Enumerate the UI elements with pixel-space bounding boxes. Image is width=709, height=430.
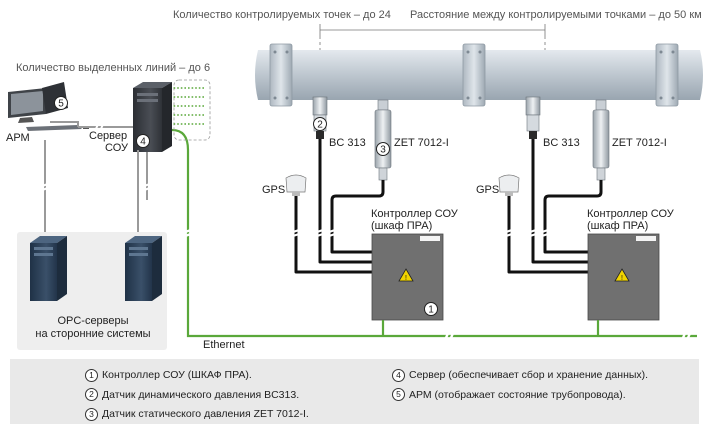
label-controller1-line2: (шкаф ПРА) [371,220,432,232]
sensor-cables-1 [294,139,385,274]
legend-item-4: 4 Сервер (обеспечивает сбор и хранение д… [392,367,709,383]
warning-icon [398,268,414,282]
label-opc-line2: на сторонние системы [35,328,150,340]
label-server-line2: СОУ [105,142,129,154]
legend-item-5: 5 АРМ (отображает состояние трубопровода… [392,387,709,403]
gps-antenna-1 [285,174,307,196]
legend-number: 2 [85,388,98,402]
arm-server-link [50,121,79,127]
legend-box: 1 Контроллер СОУ (ШКАФ ПРА). 4 Сервер (о… [10,359,699,424]
svg-text:!: ! [621,275,623,282]
svg-text:!: ! [405,275,407,282]
label-controller1-line1: Контроллер СОУ [371,208,459,220]
svg-text:2: 2 [317,120,323,131]
controller-cabinet-2: ! [587,233,660,321]
svg-text:3: 3 [380,145,386,156]
label-controller2-line1: Контроллер СОУ [587,208,675,220]
pipe-flange [462,43,486,107]
svg-text:1: 1 [428,305,434,316]
legend-number: 1 [85,368,98,382]
label-opc-line1: OPC-серверы [57,315,128,327]
opc-server-1 [30,236,67,301]
legend-text: Датчик статического давления ZET 7012-I. [102,408,309,421]
label-lines-count: Количество выделенных линий – до 6 [16,62,210,74]
server-opc-link [44,140,148,236]
gps-antenna-2 [498,174,520,196]
opc-server-2 [125,236,162,301]
label-server-line1: Сервер [89,130,127,142]
zet-sensor-2 [592,99,610,181]
legend-number: 4 [392,368,405,382]
legend-text: Датчик динамического давления BC313. [102,388,300,401]
pipe-flange [269,43,293,107]
warning-icon [614,268,630,282]
bc313-sensor-2 [525,96,541,139]
label-ethernet: Ethernet [203,339,245,351]
legend-number: 3 [85,407,98,421]
svg-text:4: 4 [140,137,146,148]
dedicated-lines [170,79,211,141]
legend-item-2: 2 Датчик динамического давления BC313. [85,387,392,403]
pipe-flange [655,43,679,107]
label-arm: АРМ [6,132,30,144]
marker-5: 5 [54,96,68,110]
ethernet-line [171,128,697,338]
label-gps-1: GPS [262,184,285,196]
legend-item-1: 1 Контроллер СОУ (ШКАФ ПРА). [85,367,392,383]
svg-text:5: 5 [58,99,64,110]
legend-number: 5 [392,388,405,402]
marker-1: 1 [424,302,438,316]
legend-text: АРМ (отображает состояние трубопровода). [409,388,626,401]
pipeline [255,43,703,107]
zet-sensor-1 [374,99,392,181]
label-distance: Расстояние между контролируемыми точками… [410,9,702,21]
label-points-count: Количество контролируемых точек – до 24 [173,9,391,21]
marker-4: 4 [136,134,150,148]
label-controller2-line2: (шкаф ПРА) [587,220,648,232]
label-bc313-1: BC 313 [329,137,366,149]
arm-workstation [8,82,89,131]
legend-text: Контроллер СОУ (ШКАФ ПРА). [102,369,252,381]
label-bc313-2: BC 313 [543,137,580,149]
sensor-cables-2 [507,139,603,274]
marker-2: 2 [313,117,327,131]
marker-3: 3 [376,142,390,156]
label-zet-1: ZET 7012-I [394,137,449,149]
legend-text: Сервер (обеспечивает сбор и хранение дан… [409,369,649,381]
label-zet-2: ZET 7012-I [612,137,667,149]
label-gps-2: GPS [476,184,499,196]
legend-item-3: 3 Датчик статического давления ZET 7012-… [85,406,392,422]
